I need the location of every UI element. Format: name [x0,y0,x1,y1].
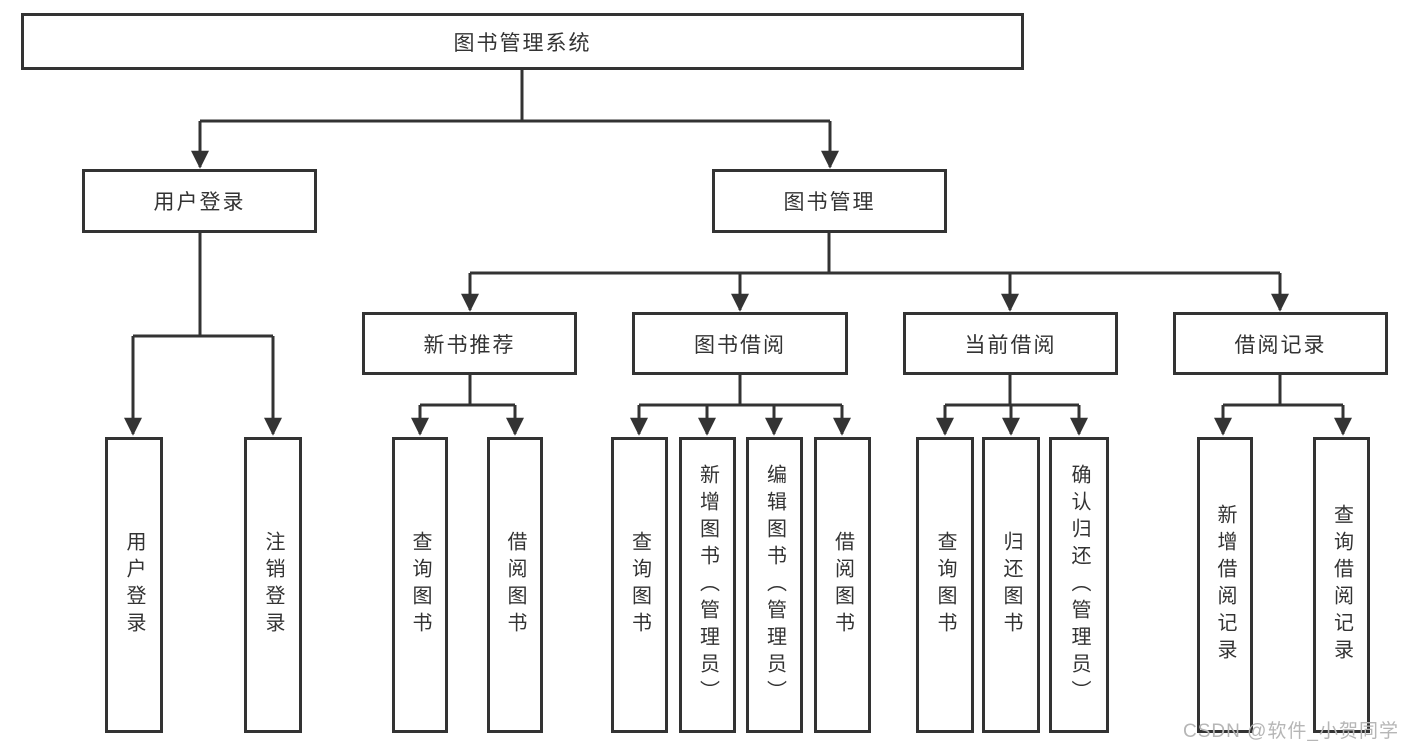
leaf-borrow-books-recommend-label: 借阅图书 [504,531,526,639]
leaf-query-books-recommend-label: 查询图书 [409,531,431,639]
leaf-add-books-admin-label: 新增图书（管理员） [696,463,719,707]
leaf-query-borrow-record-label: 查询借阅记录 [1330,504,1353,666]
leaf-user-login: 用户登录 [105,437,163,733]
node-new-book-recommend: 新书推荐 [362,312,577,375]
leaf-confirm-return-admin: 确认归还（管理员） [1049,437,1109,733]
node-book-borrow-label: 图书借阅 [694,333,786,357]
node-user-login: 用户登录 [82,169,317,233]
leaf-logout-label: 注销登录 [262,531,284,639]
leaf-edit-books-admin: 编辑图书（管理员） [746,437,803,733]
leaf-borrow-books-label: 借阅图书 [831,531,854,639]
leaf-edit-books-admin-label: 编辑图书（管理员） [763,463,786,707]
leaf-borrow-books-recommend: 借阅图书 [487,437,543,733]
node-book-management: 图书管理 [712,169,947,233]
leaf-query-books-current-label: 查询图书 [934,531,956,639]
leaf-query-books-borrow: 查询图书 [611,437,668,733]
node-current-borrow: 当前借阅 [903,312,1118,375]
csdn-watermark: CSDN @软件_小贺同学 [1183,721,1399,742]
node-current-borrow-label: 当前借阅 [964,333,1057,357]
leaf-logout: 注销登录 [244,437,302,733]
node-borrow-records: 借阅记录 [1173,312,1388,375]
leaf-confirm-return-admin-label: 确认归还（管理员） [1068,463,1090,707]
leaf-query-books-current: 查询图书 [916,437,974,733]
leaf-add-books-admin: 新增图书（管理员） [679,437,736,733]
leaf-query-borrow-record: 查询借阅记录 [1313,437,1370,733]
node-book-borrow: 图书借阅 [632,312,848,375]
node-user-login-label: 用户登录 [153,191,246,214]
leaf-query-books-recommend: 查询图书 [392,437,448,733]
leaf-query-books-borrow-label: 查询图书 [628,531,651,639]
leaf-add-borrow-record: 新增借阅记录 [1197,437,1253,733]
leaf-borrow-books: 借阅图书 [814,437,871,733]
node-new-book-recommend-label: 新书推荐 [423,333,516,357]
leaf-user-login-label: 用户登录 [123,531,145,639]
leaf-return-books-label: 归还图书 [1000,531,1022,639]
node-root-label: 图书管理系统 [453,31,592,55]
node-root-system: 图书管理系统 [21,13,1024,70]
node-borrow-records-label: 借阅记录 [1234,333,1327,357]
leaf-add-borrow-record-label: 新增借阅记录 [1214,504,1236,666]
leaf-return-books: 归还图书 [982,437,1040,733]
node-book-management-label: 图书管理 [783,191,876,214]
